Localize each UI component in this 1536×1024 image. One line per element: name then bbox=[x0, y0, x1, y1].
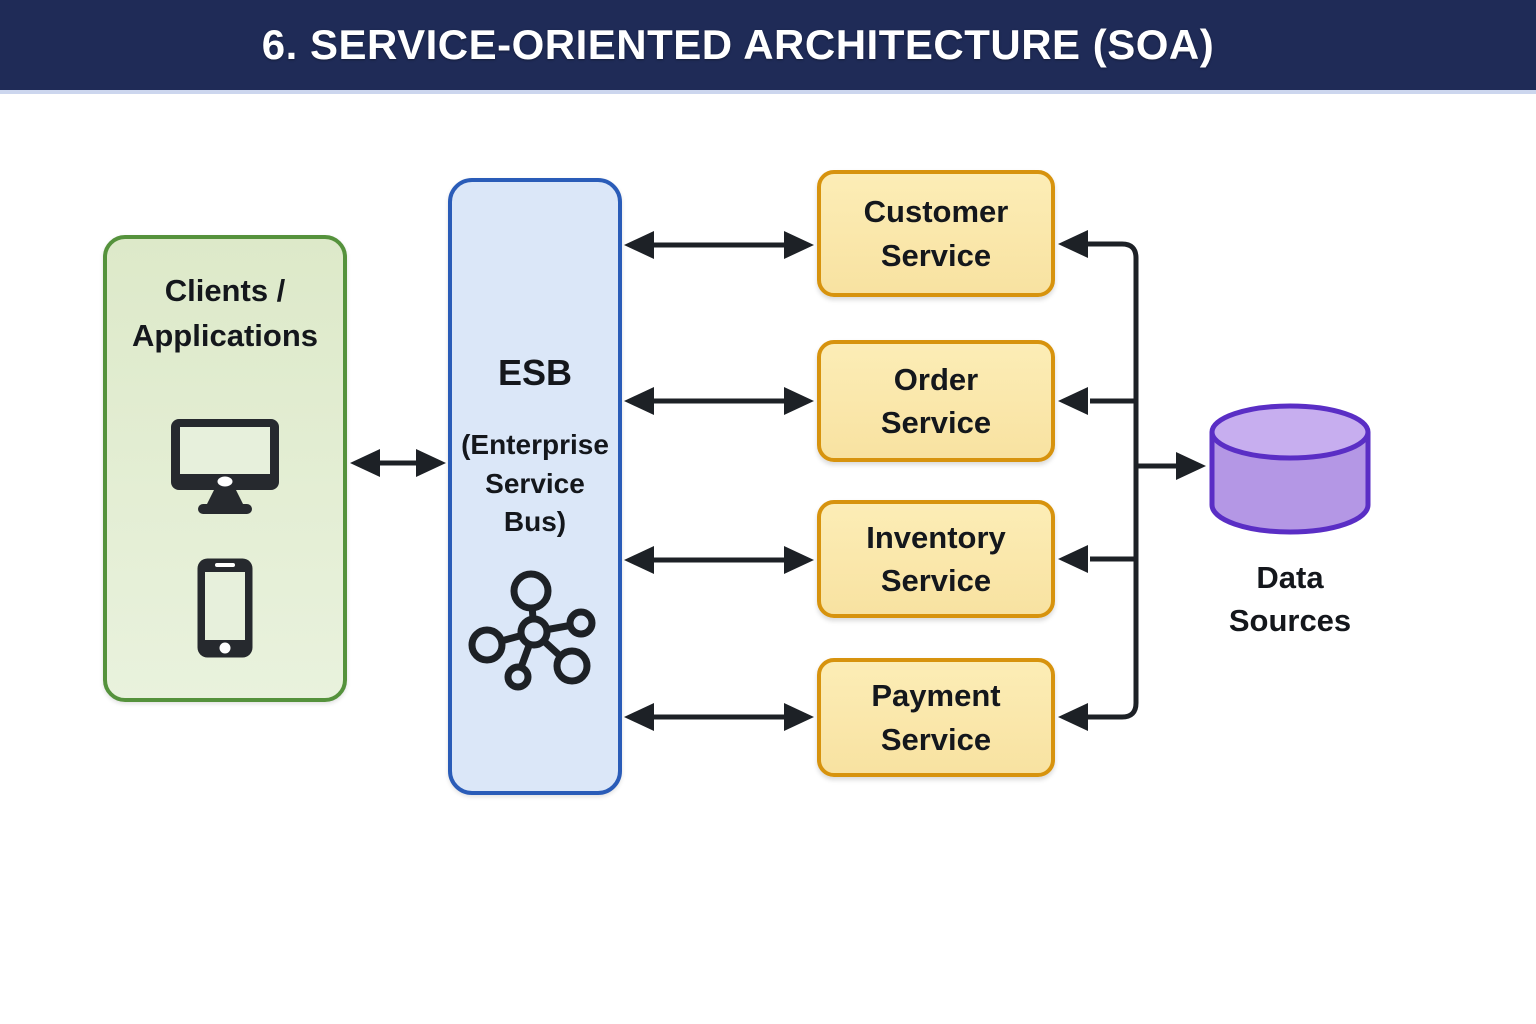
service-box-payment: Payment Service bbox=[817, 658, 1055, 777]
esb-box: ESB (Enterprise Service Bus) bbox=[448, 178, 622, 795]
database-cylinder-icon bbox=[1209, 403, 1371, 535]
clients-applications-box: Clients / Applications bbox=[103, 235, 347, 702]
desktop-monitor-icon bbox=[171, 419, 279, 514]
arrow-esb-inventory bbox=[624, 546, 814, 574]
right-bus-connector bbox=[1058, 230, 1206, 731]
arrow-esb-customer bbox=[624, 231, 814, 259]
service-label-payment: Payment Service bbox=[871, 678, 1001, 757]
service-label-customer: Customer Service bbox=[863, 194, 1009, 273]
data-sources-node bbox=[1208, 400, 1372, 540]
network-hub-icon bbox=[468, 570, 596, 691]
arrow-esb-payment bbox=[624, 703, 814, 731]
clients-applications-label: Clients / Applications bbox=[131, 273, 318, 353]
smartphone-icon bbox=[197, 558, 253, 658]
title-bar: 6. SERVICE-ORIENTED ARCHITECTURE (SOA) bbox=[0, 0, 1536, 94]
page-title: 6. SERVICE-ORIENTED ARCHITECTURE (SOA) bbox=[261, 21, 1215, 68]
service-box-inventory: Inventory Service bbox=[817, 500, 1055, 618]
data-sources-label: Data Sources bbox=[1228, 560, 1352, 639]
service-box-order: Order Service bbox=[817, 340, 1055, 462]
service-label-order: Order Service bbox=[880, 361, 992, 440]
service-box-customer: Customer Service bbox=[817, 170, 1055, 297]
service-label-inventory: Inventory Service bbox=[866, 519, 1006, 598]
esb-title: ESB bbox=[497, 352, 573, 393]
arrow-clients-esb bbox=[350, 449, 446, 477]
arrow-esb-order bbox=[624, 387, 814, 415]
esb-subtitle: (Enterprise Service Bus) bbox=[461, 429, 609, 538]
